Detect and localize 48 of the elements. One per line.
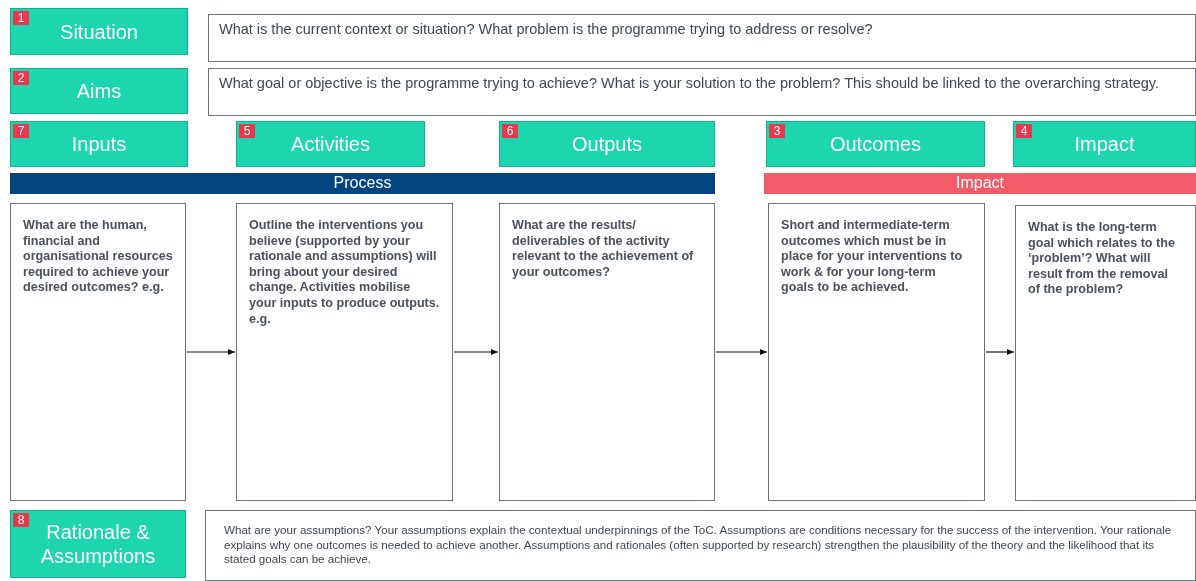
arrow: [453, 349, 499, 355]
question-text: Short and intermediate-term outcomes which must be in place for your interventions to work & for your long-term goals to be achieved.: [780, 217, 964, 296]
process-band: [10, 173, 715, 194]
arrow: [985, 349, 1015, 355]
number-badge: 7: [13, 124, 29, 138]
header-box: [10, 68, 188, 114]
number-badge: 3: [769, 124, 785, 138]
number-badge: 8: [13, 513, 29, 527]
question-box: [205, 510, 1196, 581]
number-badge: 2: [13, 71, 29, 85]
header-box: [766, 121, 985, 167]
header-box: [499, 121, 715, 167]
header-box: [1013, 121, 1196, 167]
description-box: [1015, 205, 1196, 501]
question-text: What goal or objective is the programme trying to achieve? What is your solution to the problem? This should be linked to the overarching strategy.: [218, 74, 1161, 93]
header-title: Rationale & Assumptions: [39, 520, 157, 568]
header-title: Outputs: [570, 132, 643, 156]
question-text: What is the current context or situation? What problem is the programme trying to address or resolve?: [218, 20, 874, 39]
header-title: Activities: [290, 132, 371, 156]
question-text: What are the human, financial and organisational resources required to achieve your desired outcomes? e.g.: [22, 217, 174, 296]
header-box: [10, 510, 186, 578]
band-label: Process: [332, 173, 393, 193]
description-box: [236, 203, 453, 501]
header-title: Outcomes: [828, 132, 923, 156]
question-text: What are the results/ deliverables of the activity relevant to the achievement of your outcomes?: [511, 217, 695, 281]
question-box: [208, 14, 1196, 62]
number-badge: 6: [502, 124, 518, 138]
description-box: [10, 203, 186, 501]
arrow: [715, 349, 768, 355]
header-title: Situation: [59, 19, 139, 44]
description-box: [499, 203, 715, 501]
question-box: [208, 68, 1196, 116]
question-text: Outline the interventions you believe (supported by your rationale and assumptions) will bring about your desired change. Activities mobilise your inputs to produce outputs. e.g.: [248, 217, 441, 328]
band-label: Impact: [955, 173, 1005, 193]
header-title: Inputs: [70, 132, 128, 156]
header-box: [10, 121, 188, 167]
header-box: [10, 8, 188, 55]
arrow: [186, 349, 236, 355]
number-badge: 4: [1016, 124, 1032, 138]
number-badge: 1: [13, 11, 29, 25]
impact-band: [764, 173, 1196, 194]
header-title: Impact: [1073, 132, 1136, 156]
description-box: [768, 203, 985, 501]
header-title: Aims: [75, 79, 123, 103]
question-text: What is the long-term goal which relates to the ‘problem’? What will result from the removal of the problem?: [1027, 219, 1176, 298]
header-box: [236, 121, 425, 167]
number-badge: 5: [239, 124, 255, 138]
question-text: What are your assumptions? Your assumptions explain the contextual underpinnings of the ToC. Assumptions are conditions necessary for the success of the intervention. Your rationale explains why one outcomes is needed to achieve another. Assumptions and rationales (often supported by research) strengthen the plausibility of the theory and the likelihood that its stated goals can be achieve.: [223, 522, 1173, 567]
